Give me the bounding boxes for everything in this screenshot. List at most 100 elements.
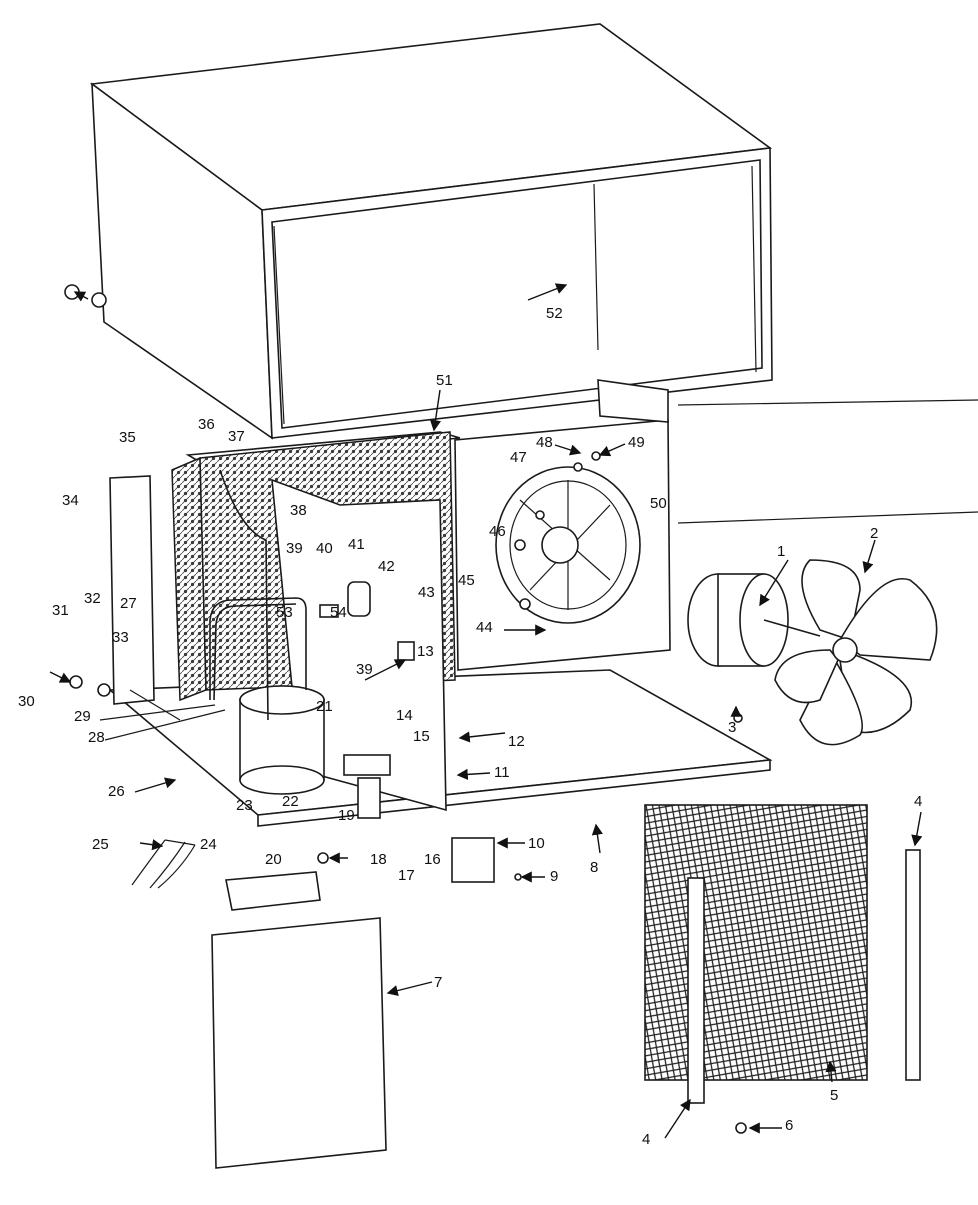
label-19: 19 [338,807,355,824]
arrow-12 [458,731,506,743]
screw-6 [735,1122,747,1134]
label-17: 17 [398,867,415,884]
label-54: 54 [330,604,347,621]
side-rail-left [687,877,705,1104]
label-35: 35 [119,429,136,446]
screw-48 [573,462,583,472]
label-23: 23 [236,797,253,814]
fan-blade [774,559,938,746]
label-3: 3 [728,719,736,736]
label-4-right: 4 [914,793,922,810]
arrow-30 [49,671,72,683]
label-51: 51 [436,372,453,389]
label-10: 10 [528,835,545,852]
switch-43 [397,641,415,661]
arrow-8 [591,823,603,854]
fastener-31 [64,284,80,300]
arrow-26 [134,777,177,793]
label-2: 2 [870,525,878,542]
label-16: 16 [424,851,441,868]
label-12: 12 [508,733,525,750]
arrow-7 [386,981,433,997]
side-bracket [109,475,155,705]
label-33: 33 [112,629,129,646]
label-24: 24 [200,836,217,853]
arrow-4-right [911,811,923,847]
label-49: 49 [628,434,645,451]
label-48: 48 [536,434,553,451]
label-25: 25 [92,836,109,853]
label-21: 21 [316,698,333,715]
arrow-49 [598,443,626,457]
cover-plate [451,837,495,883]
arrow-39 [364,659,407,681]
label-34: 34 [62,492,79,509]
label-7: 7 [434,974,442,991]
capacitor-41 [347,581,371,617]
label-41: 41 [348,536,365,553]
label-11: 11 [494,764,510,781]
label-53: 53 [276,604,293,621]
label-30: 30 [18,693,35,710]
label-31: 31 [52,602,69,619]
arrow-2 [862,539,876,574]
mounting-bracket [225,871,321,911]
label-46: 46 [489,523,506,540]
fan-motor [687,573,821,667]
screw-20 [317,852,329,864]
label-1: 1 [777,543,785,560]
label-6: 6 [785,1117,793,1134]
front-grille [644,804,868,1081]
label-8: 8 [590,859,598,876]
screw-49 [591,451,601,461]
label-44: 44 [476,619,493,636]
arrow-4-left [664,1098,691,1139]
side-rail-right [905,849,921,1081]
tube-bundle [99,704,216,721]
refrigerant-tubing [209,597,307,700]
label-43: 43 [418,584,435,601]
arrow-31 [73,291,89,302]
arrow-51 [429,389,441,432]
label-18: 18 [370,851,387,868]
label-9: 9 [550,868,558,885]
label-52: 52 [546,305,563,322]
label-14: 14 [396,707,413,724]
label-26: 26 [108,783,125,800]
blower-housing [454,379,671,671]
label-50: 50 [650,495,667,512]
nut-45 [519,598,531,610]
wire-harness [131,839,196,889]
label-28: 28 [88,729,105,746]
arrow-5 [825,1060,837,1083]
label-40: 40 [316,540,333,557]
tube-bundle [129,689,181,721]
label-32: 32 [84,590,101,607]
label-15: 15 [413,728,430,745]
arrow-1 [759,559,789,607]
label-13: 13 [417,643,434,660]
label-22: 22 [282,793,299,810]
relay-40 [319,604,339,618]
fastener-30 [69,675,83,689]
thermostat-16 [357,777,381,819]
access-panel [211,917,387,1169]
label-37: 37 [228,428,245,445]
label-5: 5 [830,1087,838,1104]
refrigerant-tubing [213,603,297,701]
compressor [239,685,325,795]
label-29: 29 [74,708,91,725]
cabinet-wrapper [89,23,773,440]
leader-line [677,511,978,524]
label-20: 20 [265,851,282,868]
capillary-tube [219,469,269,721]
bracket-14 [343,754,391,776]
label-47: 47 [510,449,527,466]
arrow-11 [456,768,491,780]
label-4-left: 4 [642,1131,650,1148]
label-39a: 39 [286,540,303,557]
label-45: 45 [458,572,475,589]
fastener-29 [97,683,111,697]
